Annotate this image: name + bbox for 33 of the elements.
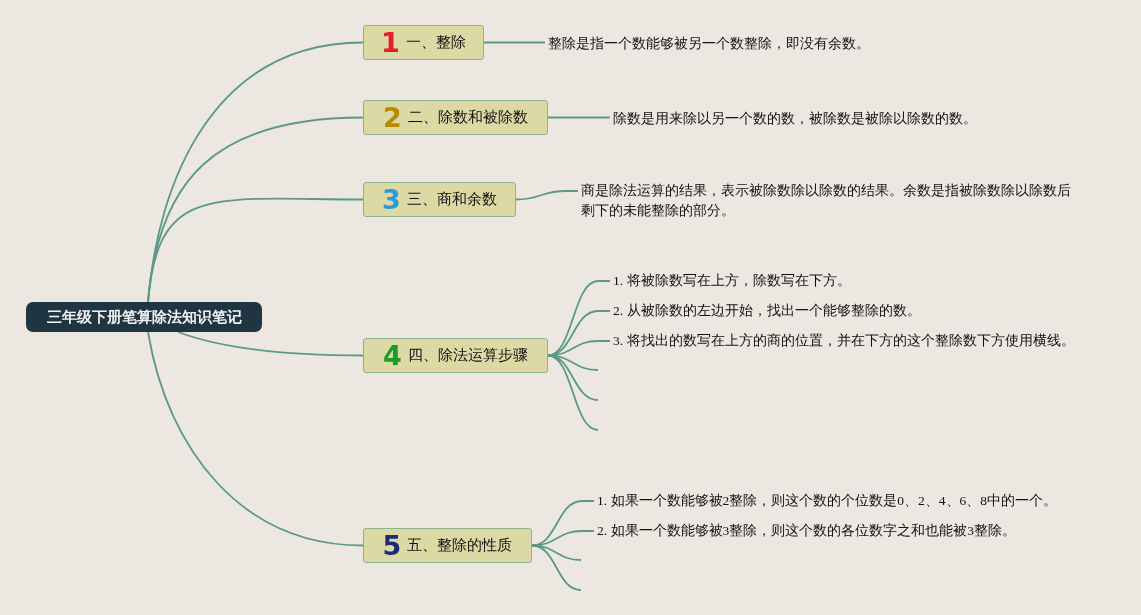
topic-box (363, 338, 548, 373)
number-marker: 5 (382, 532, 402, 559)
topic-box (363, 528, 532, 563)
topic-box (363, 25, 484, 60)
branch-line (147, 331, 364, 547)
branch-line (147, 197, 364, 303)
topic-label: 三、商和余数 (406, 190, 497, 209)
topic-box (363, 100, 548, 135)
note-text: 3. 将找出的数写在上方的商的位置，并在下方的这个整除数下方使用横线。 (613, 331, 1075, 351)
note-text: 整除是指一个数能够被另一个数整除，即没有余数。 (548, 34, 870, 54)
number-marker: 3 (382, 186, 401, 213)
topic-label: 四、除法运算步骤 (407, 346, 528, 365)
central-topic-box (26, 302, 262, 332)
number-marker: 1 (381, 29, 400, 56)
number-marker: 4 (383, 342, 402, 369)
branch-line (531, 544, 582, 591)
topic-label: 二、除数和被除数 (407, 108, 528, 127)
note-text: 2. 如果一个数能够被3整除，则这个数的各位数字之和也能被3整除。 (597, 521, 1016, 541)
note-text: 除数是用来除以另一个数的数，被除数是被除以除数的数。 (613, 109, 977, 129)
topic-label: 一、整除 (405, 33, 466, 52)
note-text: 商是除法运算的结果，表示被除数除以除数的结果。余数是指被除数除以除数后剩下的未能整除的部分。 (581, 181, 1076, 221)
branch-line (547, 116, 611, 119)
branch-line (531, 530, 595, 547)
branch-line (483, 41, 546, 44)
topic-label: 五、整除的性质 (407, 536, 513, 555)
branch-line (177, 331, 364, 357)
topic-box (363, 182, 516, 217)
note-text: 2. 从被除数的左边开始，找出一个能够整除的数。 (613, 301, 921, 321)
note-text: 1. 如果一个数能够被2整除，则这个数的个位数是0、2、4、6、8中的一个。 (597, 491, 1057, 511)
number-marker: 2 (383, 104, 402, 131)
central-topic-label: 三年级下册笔算除法知识笔记 (46, 307, 242, 327)
branch-line (515, 190, 579, 201)
note-text: 1. 将被除数写在上方，除数写在下方。 (613, 271, 851, 291)
